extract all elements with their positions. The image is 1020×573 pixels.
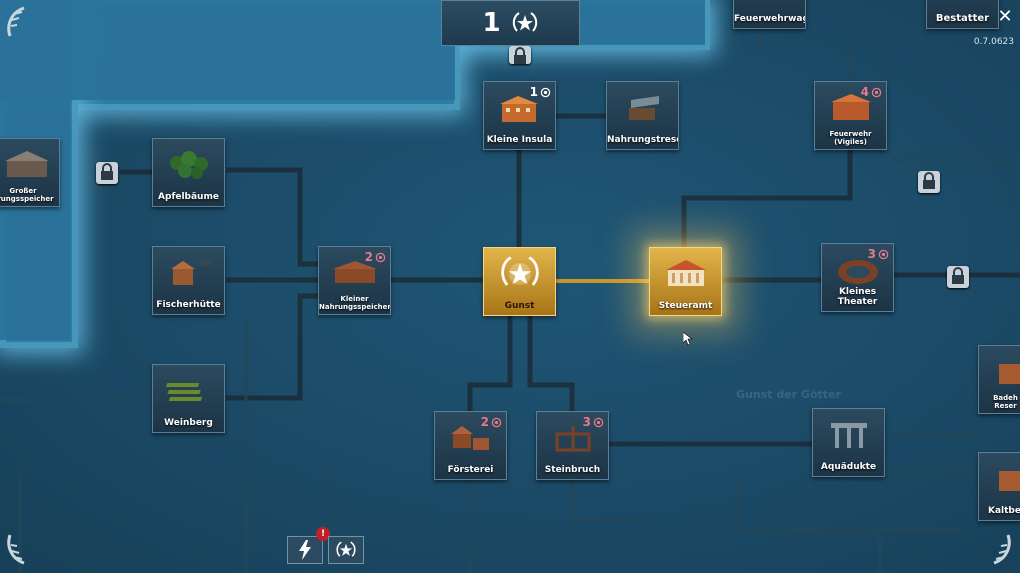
cost-badge: 4: [861, 85, 882, 99]
node-foersterei[interactable]: 2 Försterei: [434, 411, 507, 480]
node-weinberg-label: Weinberg: [164, 418, 213, 428]
favor-icon: [593, 417, 604, 427]
cost-badge: 1: [530, 85, 551, 99]
node-aquaedukte-label: Aquädukte: [820, 462, 877, 472]
forestry-icon: [451, 426, 489, 450]
node-kleine-insula[interactable]: 1 Kleine Insula: [483, 81, 556, 150]
theater-icon: [838, 260, 878, 284]
favor-icon: [871, 87, 882, 97]
lock-icon: [509, 46, 531, 64]
close-button[interactable]: ✕: [997, 6, 1013, 27]
node-weinberg[interactable]: Weinberg: [152, 364, 225, 433]
cost-badge: 3: [583, 415, 604, 429]
version-label: 0.7.0623: [973, 37, 1014, 47]
storehouse-icon: [333, 261, 377, 283]
favor-icon: [540, 87, 551, 97]
background-text: Gunst der Götter: [736, 388, 841, 401]
node-kleines-theater-label: Kleines Theater: [837, 287, 878, 307]
node-fischerhuette-label: Fischerhütte: [156, 300, 221, 310]
laurel-corner-icon: [993, 534, 1011, 565]
node-grosser-speicher[interactable]: Großerhrungsspeicher: [0, 138, 60, 207]
node-gunst[interactable]: Gunst: [483, 247, 556, 316]
node-steinbruch[interactable]: 3 Steinbruch: [536, 411, 609, 480]
laurel-star-icon: [501, 256, 539, 286]
node-aquaedukte[interactable]: Aquädukte: [812, 408, 885, 477]
aqueduct-icon: [831, 423, 867, 448]
favor-icon: [491, 417, 502, 427]
quarry-icon: [555, 426, 591, 452]
laurel-star-icon: [512, 12, 537, 32]
favor-button[interactable]: [328, 536, 364, 564]
node-kleine-insula-label: Kleine Insula: [486, 135, 553, 145]
node-kaltbecken[interactable]: Kaltbe: [978, 452, 1020, 521]
favor-icon: [375, 252, 386, 262]
cost-badge: 3: [868, 247, 889, 261]
lock-icon: [947, 266, 969, 288]
node-kleines-theater[interactable]: 3 Kleines Theater: [821, 243, 894, 312]
node-foersterei-label: Försterei: [447, 465, 494, 475]
node-bestatter[interactable]: Bestatter: [926, 0, 999, 29]
node-bestatter-label: Bestatter: [935, 13, 990, 24]
node-feuerwehr-label: Feuerwehr(Vigiles): [829, 130, 872, 146]
lightning-icon: [299, 540, 311, 560]
bathhouse-icon: [999, 364, 1020, 384]
vineyard-icon: [165, 383, 203, 401]
node-steueramt-label: Steueramt: [658, 301, 713, 311]
laurel-star-icon: [336, 541, 356, 557]
map-region-fill: [0, 0, 455, 100]
laurel-corner-icon: [7, 6, 25, 37]
node-feuerwehrwagen[interactable]: Feuerwehrwagen: [733, 0, 806, 29]
node-gunst-label: Gunst: [504, 301, 535, 311]
tax-office-icon: [666, 260, 706, 286]
favor-icon: [878, 249, 889, 259]
favor-counter: 1: [441, 0, 580, 46]
lock-icon: [96, 162, 118, 184]
node-feuerwehr[interactable]: 4 Feuerwehr(Vigiles): [814, 81, 887, 150]
favor-count: 1: [482, 8, 501, 38]
lightning-button[interactable]: [287, 536, 323, 564]
insula-icon: [500, 96, 538, 122]
node-grosser-speicher-label: Großerhrungsspeicher: [0, 187, 54, 203]
food-stall-icon: [629, 96, 659, 120]
mouse-cursor-icon: [683, 332, 693, 346]
fire-station-icon: [831, 94, 871, 120]
laurel-corner-icon: [7, 534, 25, 565]
node-feuerwehrwagen-label: Feuerwehrwagen: [734, 14, 805, 24]
node-apfelbaeume-label: Apfelbäume: [158, 192, 219, 202]
node-steueramt[interactable]: Steueramt: [649, 247, 722, 316]
fishing-hut-icon: [171, 260, 212, 285]
lock-icon: [918, 171, 940, 193]
apple-tree-icon: [170, 151, 208, 179]
alert-badge: !: [316, 527, 330, 541]
node-nahrungstresen-label: Nahrungstresen: [607, 135, 678, 145]
granary-icon: [5, 151, 49, 177]
node-nahrungstresen[interactable]: Nahrungstresen: [606, 81, 679, 150]
node-apfelbaeume[interactable]: Apfelbäume: [152, 138, 225, 207]
node-kaltbecken-label: Kaltbe: [988, 506, 1020, 516]
node-fischerhuette[interactable]: Fischerhütte: [152, 246, 225, 315]
cost-badge: 2: [481, 415, 502, 429]
node-steinbruch-label: Steinbruch: [544, 465, 601, 475]
cold-bath-icon: [999, 471, 1020, 491]
cost-badge: 2: [365, 250, 386, 264]
